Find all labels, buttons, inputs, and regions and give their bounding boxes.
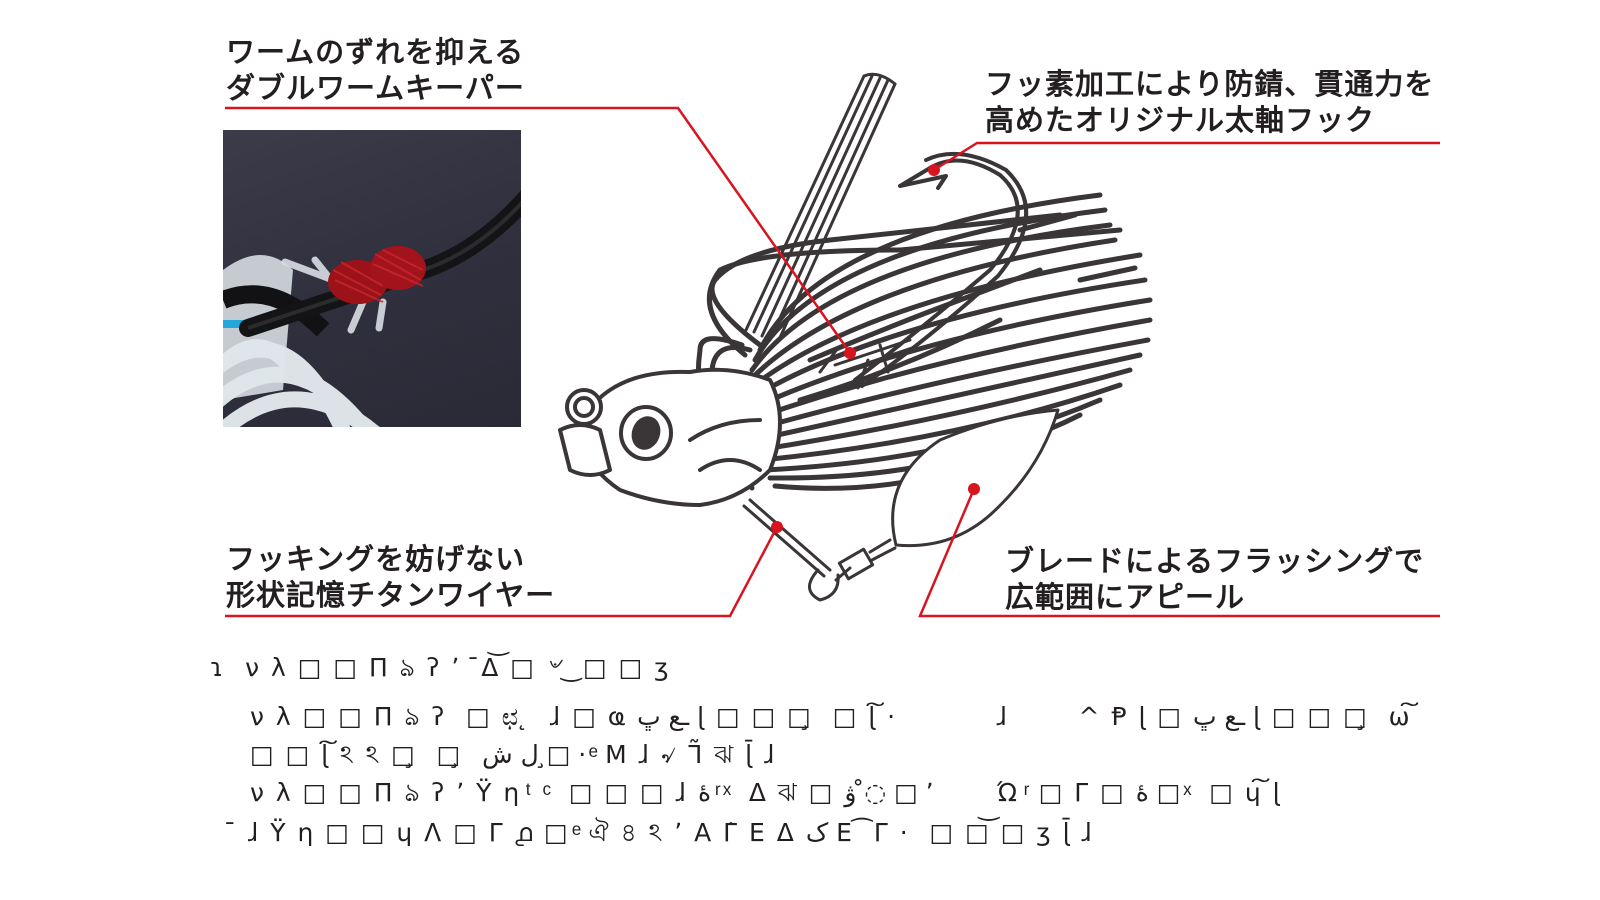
black-collar — [223, 285, 330, 337]
dot-blade — [968, 483, 980, 495]
garbled-text-line: ν λ □ □ Π ঌ ʔ ʼ Ϋ η ͭ ͨ □ □ □ ɺ ۀ ͬ ͯ Δ … — [250, 778, 1282, 807]
skirt — [695, 192, 1153, 491]
worm-keeper — [818, 338, 914, 390]
callout-dots — [771, 164, 980, 533]
callout-line: ダブルワームキーパー — [226, 71, 525, 105]
red-thread-wrap — [328, 246, 426, 304]
leader-line-worm-keeper — [225, 106, 852, 354]
callout-blade: ブレードによるフラッシングで 広範囲にアピール — [1005, 543, 1424, 615]
garbled-text-line: ν λ □ □ Π ঌ ʔ □ ಛ ̨ ɺ □ ҩ ـع ڀ ɭ □ □ □̧ … — [250, 702, 1412, 731]
callout-titanium-wire: フッキングを妨げない 形状記憶チタンワイヤー — [226, 541, 555, 613]
dot-wire — [771, 521, 783, 533]
jig-head — [558, 367, 782, 507]
leader-line-blade — [918, 488, 1440, 618]
leader-lines — [225, 106, 1440, 618]
worm-keeper-photo — [223, 130, 521, 427]
callout-line: ワームのずれを抑える — [226, 35, 525, 69]
leader-line-hook — [933, 141, 1440, 172]
swivel — [834, 538, 897, 582]
dot-worm-keeper — [844, 347, 856, 359]
willow-blade — [891, 408, 1060, 548]
callout-line: ブレードによるフラッシングで — [1005, 544, 1425, 578]
dot-hook — [928, 164, 940, 176]
callout-double-worm-keeper: ワームのずれを抑える ダブルワームキーパー — [226, 34, 525, 106]
callout-line: 広範囲にアピール — [1005, 580, 1246, 614]
leader-line-wire — [225, 526, 779, 618]
callout-line: 高めたオリジナル太軸フック — [985, 103, 1376, 137]
garbled-text-line: □ □ ɭ͠ ঽ ঽ □̧ □̧ ﻝ ش □̧ · ͤ M ɺ ৵ Ꞁ̃ ঝ ɭ… — [250, 740, 777, 769]
garbled-text-line: ̄ ɺ Ϋ η □ □ ɥ Λ □ Γ ൧ □ ͤ ঐ ৪ ঽ ʼ Α Γ̇ Ε… — [236, 818, 1094, 847]
keeper-pins — [281, 256, 387, 334]
titanium-wire — [742, 498, 840, 602]
garbled-text-heading: ɿ ν λ □ □ Π ঌ ʔ ʼ ̄Δ͝ □ ৺ ͜ □ □ ʒ — [210, 653, 671, 682]
worm-keeper-photo-illustration — [223, 190, 521, 427]
callout-line: 形状記憶チタンワイヤー — [226, 578, 556, 612]
callout-original-thick-hook: フッ素加工により防錆、貫通力を 高めたオリジナル太軸フック — [985, 66, 1434, 138]
blue-band — [223, 320, 253, 328]
callout-line: フッキングを妨げない — [226, 542, 526, 576]
callout-line: フッ素加工により防錆、貫通力を — [985, 67, 1435, 101]
